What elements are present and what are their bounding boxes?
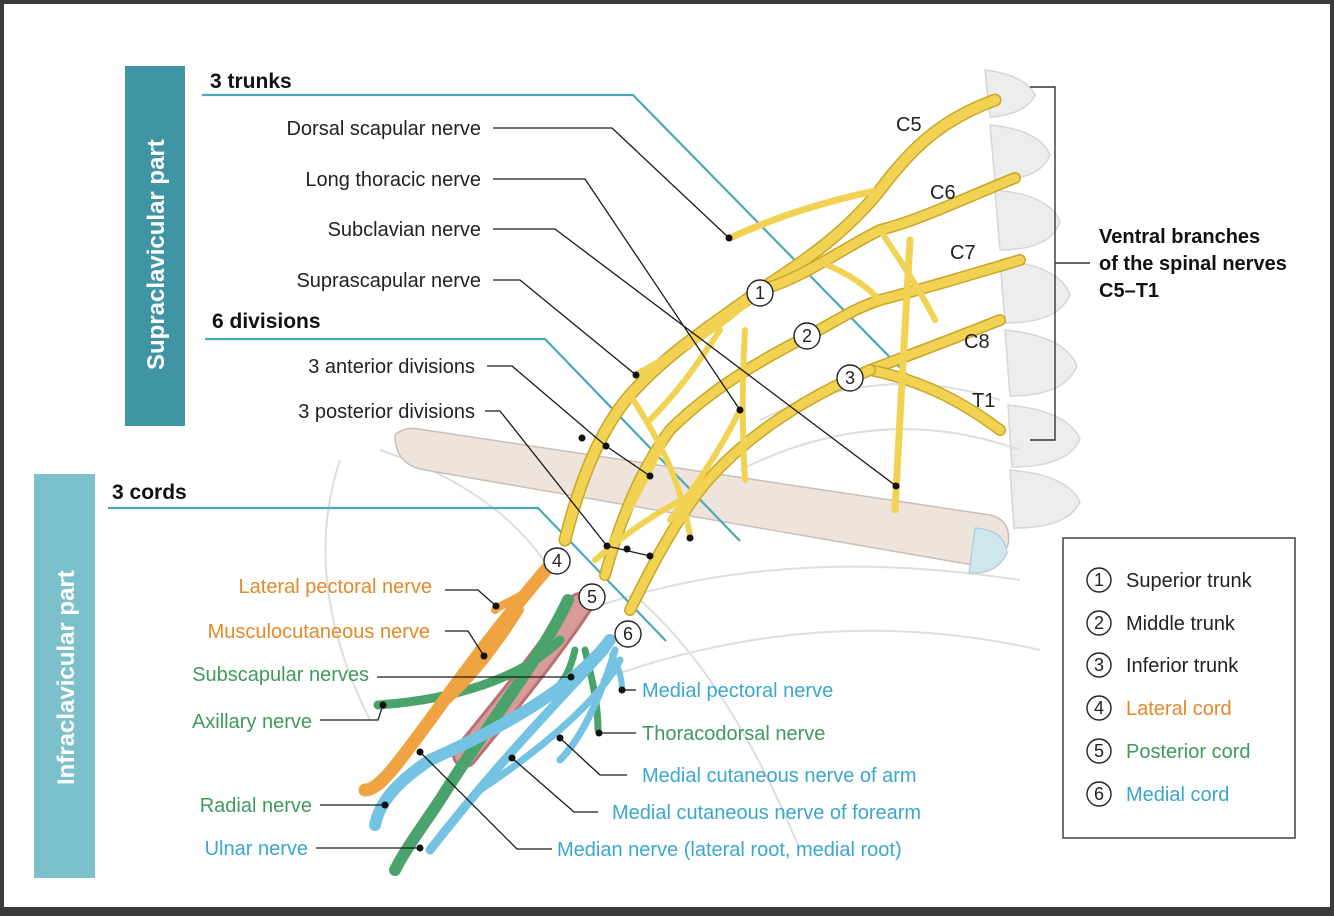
suprascapular-label: Suprascapular nerve [296,270,481,292]
svg-text:1: 1 [755,283,765,303]
thoracodorsal-label: Thoracodorsal nerve [642,723,825,745]
cords-guide-line [108,506,667,642]
legend-item-inferior-trunk: 3 Inferior trunk [1086,652,1239,678]
svg-text:Posterior cord: Posterior cord [1126,741,1251,763]
level-c7: C7 [950,242,976,264]
anterior-divisions-label: 3 anterior divisions [308,356,475,378]
leader-lines [316,127,897,850]
ventral-branches-line3: C5–T1 [1099,280,1159,302]
svg-text:5: 5 [587,587,597,607]
number-marker-4: 4 [543,547,571,575]
ulnar-label: Ulnar nerve [205,838,308,860]
svg-text:Middle trunk: Middle trunk [1126,613,1236,635]
lateral-pectoral-label: Lateral pectoral nerve [239,576,432,598]
svg-text:Superior trunk: Superior trunk [1126,570,1253,592]
subclavian-label: Subclavian nerve [328,219,481,241]
legend-item-middle-trunk: 2 Middle trunk [1086,610,1236,636]
level-c5: C5 [896,114,922,136]
level-c6: C6 [930,182,956,204]
legend-item-medial-cord: 6 Medial cord [1086,781,1229,807]
svg-text:4: 4 [552,551,562,571]
number-marker-3: 3 [836,364,864,392]
svg-text:Medial cord: Medial cord [1126,784,1229,806]
svg-text:6: 6 [623,624,633,644]
svg-text:2: 2 [1094,613,1104,633]
infraclavicular-label: Infraclavicular part [53,570,80,785]
svg-text:1: 1 [1094,570,1104,590]
radial-label: Radial nerve [200,795,312,817]
svg-text:2: 2 [802,326,812,346]
legend-item-superior-trunk: 1 Superior trunk [1086,567,1253,593]
leader-dots [379,234,900,852]
svg-text:4: 4 [1094,698,1104,718]
musculocutaneous-label: Musculocutaneous nerve [208,621,430,643]
long-thoracic-label: Long thoracic nerve [305,169,481,191]
divisions-header: 6 divisions [212,310,321,333]
level-t1: T1 [972,390,995,412]
vertebral-column [984,69,1081,529]
acromion-cap [968,527,1008,574]
cords-and-branches [358,558,625,876]
svg-text:Inferior trunk: Inferior trunk [1126,655,1239,677]
svg-text:3: 3 [1094,655,1104,675]
posterior-divisions-label: 3 posterior divisions [298,401,475,423]
axillary-label: Axillary nerve [192,711,312,733]
medial-cutaneous-forearm-label: Medial cutaneous nerve of forearm [612,802,921,824]
infraclavicular-panel [34,474,95,878]
supraclavicular-panel [125,66,185,426]
level-c8: C8 [964,331,990,353]
legend: 1 Superior trunk 2 Middle trunk 3 Inferi… [1062,537,1296,839]
median-nerve-label: Median nerve (lateral root, medial root) [557,839,902,861]
number-marker-2: 2 [793,322,821,350]
trunks-header: 3 trunks [210,70,292,93]
medial-pectoral-label: Medial pectoral nerve [642,680,833,702]
legend-item-posterior-cord: 5 Posterior cord [1086,738,1251,764]
ventral-branches-line1: Ventral branches [1099,226,1260,248]
svg-text:5: 5 [1094,741,1104,761]
plexus-trunks [558,93,1026,616]
number-marker-1: 1 [746,279,774,307]
trunks-guide-line [202,93,921,389]
number-marker-5: 5 [578,583,606,611]
cords-header: 3 cords [112,481,187,504]
legend-item-lateral-cord: 4 Lateral cord [1086,695,1232,721]
medial-cutaneous-arm-label: Medial cutaneous nerve of arm [642,765,917,787]
svg-text:Lateral cord: Lateral cord [1126,698,1232,720]
dorsal-scapular-label: Dorsal scapular nerve [286,118,481,140]
svg-text:3: 3 [845,368,855,388]
number-marker-6: 6 [614,620,642,648]
svg-text:6: 6 [1094,784,1104,804]
subscapular-label: Subscapular nerves [192,664,369,686]
supraclavicular-label: Supraclavicular part [143,139,170,370]
ventral-branches-line2: of the spinal nerves [1099,253,1287,275]
